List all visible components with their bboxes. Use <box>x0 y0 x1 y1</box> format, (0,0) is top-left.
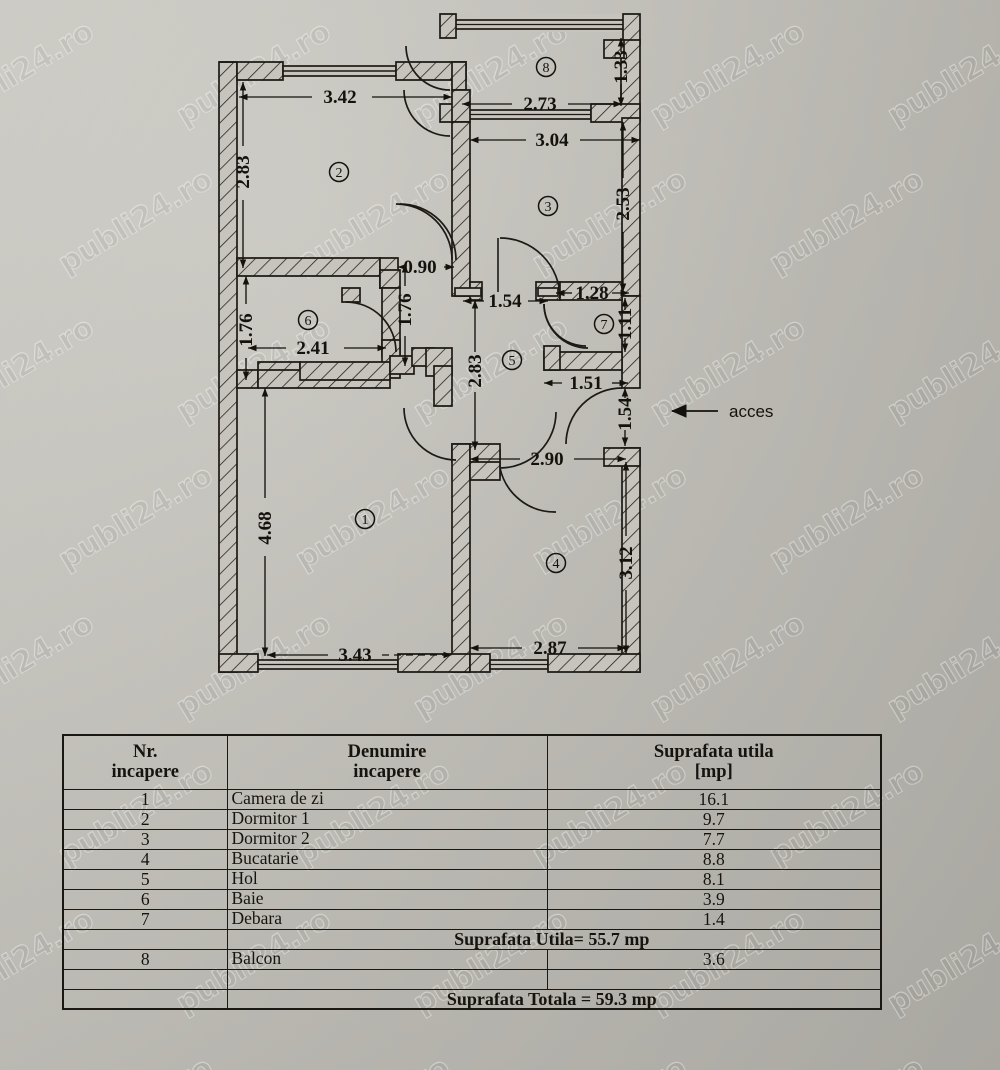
room-number-label: 7 <box>601 318 608 333</box>
dimension-label-1-28-11: 1.28 <box>575 283 608 304</box>
header-suprafata-utila: Suprafata utila [mp] <box>546 734 882 790</box>
cell-suprafata: 1.4 <box>546 908 882 930</box>
room-number-label: 1 <box>362 513 369 528</box>
room-number-2: 2 <box>328 161 350 183</box>
header-nr-line2: incapere <box>111 762 179 783</box>
room-schedule-table: Nr. incapere Denumire incapere Suprafata… <box>62 734 882 1010</box>
header-nr-line1: Nr. <box>133 741 158 762</box>
cell-empty <box>62 968 228 990</box>
header-suprafata-line2: [mp] <box>694 762 733 783</box>
cell-denumire: Dormitor 1 <box>226 808 548 830</box>
cell-suprafata: 7.7 <box>546 828 882 850</box>
room-schedule-table-wrapper: Nr. incapere Denumire incapere Suprafata… <box>62 734 882 1010</box>
cell-nr: 7 <box>62 908 228 930</box>
dimension-labels: 3.42 2.73 3.04 1.33 2.53 2.83 1.76 1.76 0.90 2.41… <box>233 50 637 666</box>
dimension-label-1-11-12: 1.11 <box>615 308 636 340</box>
cell-denumire: Baie <box>226 888 548 910</box>
dimension-label-1-76-6: 1.76 <box>236 313 257 346</box>
header-denumire-line1: Denumire <box>347 741 427 762</box>
cell-nr: 3 <box>62 828 228 850</box>
room-number-4: 4 <box>545 552 567 574</box>
floor-plan-drawing: 1 2 3 4 5 6 7 8 3.42 2.73 3.04 1.33 2.53 2.83 1.76 1.7… <box>218 13 773 673</box>
door-swings <box>345 45 623 513</box>
dimension-label-2-41-9: 2.41 <box>296 338 329 359</box>
cell-empty <box>226 968 548 990</box>
cell-suprafata: 16.1 <box>546 788 882 810</box>
room-number-label: 4 <box>553 557 560 572</box>
cell-nr: 6 <box>62 888 228 910</box>
cell-empty <box>546 968 882 990</box>
dimension-label-0-90-8: 0.90 <box>403 257 436 278</box>
table-row-subtotal: Suprafata Utila= 55.7 mp <box>62 928 882 950</box>
room-number-label: 3 <box>545 200 552 215</box>
room-number-3: 3 <box>537 195 559 217</box>
cell-empty <box>62 988 228 1010</box>
cell-suprafata: 8.1 <box>546 868 882 890</box>
cell-denumire: Hol <box>226 868 548 890</box>
header-nr-incapere: Nr. incapere <box>62 734 228 790</box>
room-number-label: 2 <box>336 166 343 181</box>
dimension-label-1-54-15: 1.54 <box>615 397 636 431</box>
header-denumire-line2: incapere <box>353 762 421 783</box>
dimension-label-1-51-14: 1.51 <box>569 373 602 394</box>
cell-suprafata: 3.6 <box>546 948 882 970</box>
cell-suprafata: 3.9 <box>546 888 882 910</box>
cell-denumire: Camera de zi <box>226 788 548 810</box>
cell-suprafata-utila-total: Suprafata Utila= 55.7 mp <box>226 928 882 950</box>
dimension-label-2-73-1: 2.73 <box>523 94 556 115</box>
cell-nr: 4 <box>62 848 228 870</box>
dimension-label-2-83-13: 2.83 <box>465 354 486 387</box>
room-number-5: 5 <box>501 349 523 371</box>
acces-label: acces <box>729 402 773 421</box>
dimension-label-3-43-19: 3.43 <box>338 645 371 666</box>
cell-empty <box>62 928 228 950</box>
dimension-label-2-87-20: 2.87 <box>533 638 567 659</box>
dimension-label-3-04-2: 3.04 <box>535 130 569 151</box>
dimension-label-2-53-4: 2.53 <box>613 187 634 220</box>
cell-suprafata: 9.7 <box>546 808 882 830</box>
room-number-8: 8 <box>535 56 557 78</box>
dimension-label-2-83-5: 2.83 <box>233 155 254 188</box>
table-row-spacer <box>62 968 882 990</box>
room-number-label: 6 <box>305 314 312 329</box>
room-number-6: 6 <box>297 309 319 331</box>
dimension-lines <box>239 38 640 659</box>
cell-nr: 1 <box>62 788 228 810</box>
room-number-markers: 1 2 3 4 5 6 7 8 <box>297 56 615 574</box>
dimension-label-3-12-17: 3.12 <box>616 546 637 579</box>
header-suprafata-line1: Suprafata utila <box>653 741 774 762</box>
cell-denumire: Balcon <box>226 948 548 970</box>
cell-nr: 5 <box>62 868 228 890</box>
dimension-label-1-76-7: 1.76 <box>395 293 416 326</box>
cell-denumire: Debara <box>226 908 548 930</box>
dimension-label-4-68-18: 4.68 <box>255 511 276 544</box>
room-number-1: 1 <box>354 508 376 530</box>
table-header-row: Nr. incapere Denumire incapere Suprafata… <box>62 734 882 790</box>
room-number-7: 7 <box>593 313 615 335</box>
cell-suprafata-totala: Suprafata Totala = 59.3 mp <box>226 988 882 1010</box>
cell-denumire: Bucatarie <box>226 848 548 870</box>
room-number-label: 8 <box>543 61 550 76</box>
table-row-total: Suprafata Totala = 59.3 mp <box>62 988 882 1010</box>
cell-nr: 2 <box>62 808 228 830</box>
dimension-label-3-42-0: 3.42 <box>323 87 356 108</box>
dimension-label-1-54-10: 1.54 <box>488 291 522 312</box>
room-number-label: 5 <box>509 354 516 369</box>
cell-nr: 8 <box>62 948 228 970</box>
header-denumire-incapere: Denumire incapere <box>226 734 548 790</box>
dimension-label-1-33-3: 1.33 <box>611 50 632 83</box>
cell-denumire: Dormitor 2 <box>226 828 548 850</box>
dimension-label-2-90-16: 2.90 <box>530 449 563 470</box>
cell-suprafata: 8.8 <box>546 848 882 870</box>
